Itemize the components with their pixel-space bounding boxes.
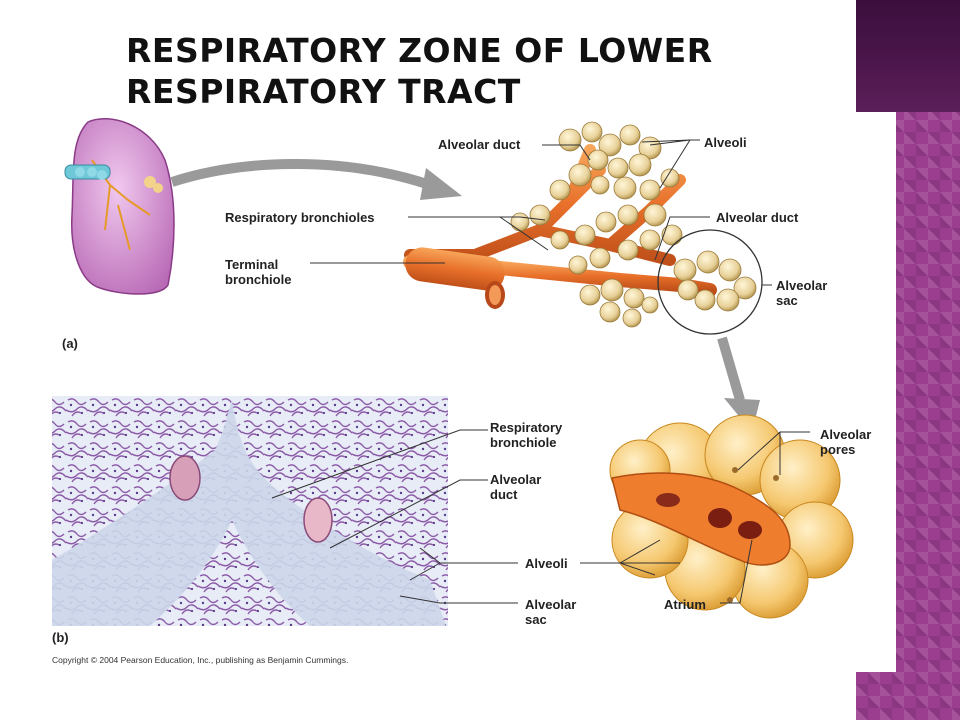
panel-tag-b: (b) [52,630,69,645]
copyright-notice: Copyright © 2004 Pearson Education, Inc.… [52,655,349,665]
zoom-arrow-icon [170,159,432,190]
label-alveolar-sac-b-line2: sac [525,612,547,627]
alveoli-clusters [510,121,757,328]
label-alveoli-top: Alveoli [704,135,747,150]
label-alveolar-pores-line1: Alveolar [820,427,872,442]
arrow-head-icon [420,168,462,200]
zoom-arrow-down-icon [717,336,745,402]
alveolar-sac-detail [609,414,854,619]
label-alveolar-sac-line1: Alveolar [776,278,828,293]
decorative-side-band-top [856,0,960,112]
label-alveolar-sac-b-line1: Alveolar [525,597,577,612]
label-alveolar-duct-top: Alveolar duct [438,137,521,152]
label-alveolar-pores-line2: pores [820,442,856,457]
label-alveolar-duct-b-line1: Alveolar [490,472,542,487]
leader-lines [271,139,810,604]
label-alveolar-sac-line2: sac [776,293,798,308]
label-alveolar-duct-right: Alveolar duct [716,210,799,225]
label-respiratory-bronchioles: Respiratory bronchioles [225,210,375,225]
label-respiratory-bronchiole-line1: Respiratory [490,420,563,435]
histology-micrograph [52,396,448,626]
label-terminal-bronchiole-line2: bronchiole [225,272,292,287]
panel-tag-a: (a) [62,336,78,351]
alveolar-sac-highlight-circle [657,229,763,335]
label-alveolar-duct-b-line2: duct [490,487,518,502]
label-atrium: Atrium [664,597,706,612]
label-alveoli-b: Alveoli [525,556,568,571]
label-terminal-bronchiole-line1: Terminal [225,257,279,272]
slide-title: Respiratory Zone of Lower Respiratory Tr… [126,31,713,111]
lung-icon [64,118,175,295]
label-respiratory-bronchiole-line2: bronchiole [490,435,557,450]
